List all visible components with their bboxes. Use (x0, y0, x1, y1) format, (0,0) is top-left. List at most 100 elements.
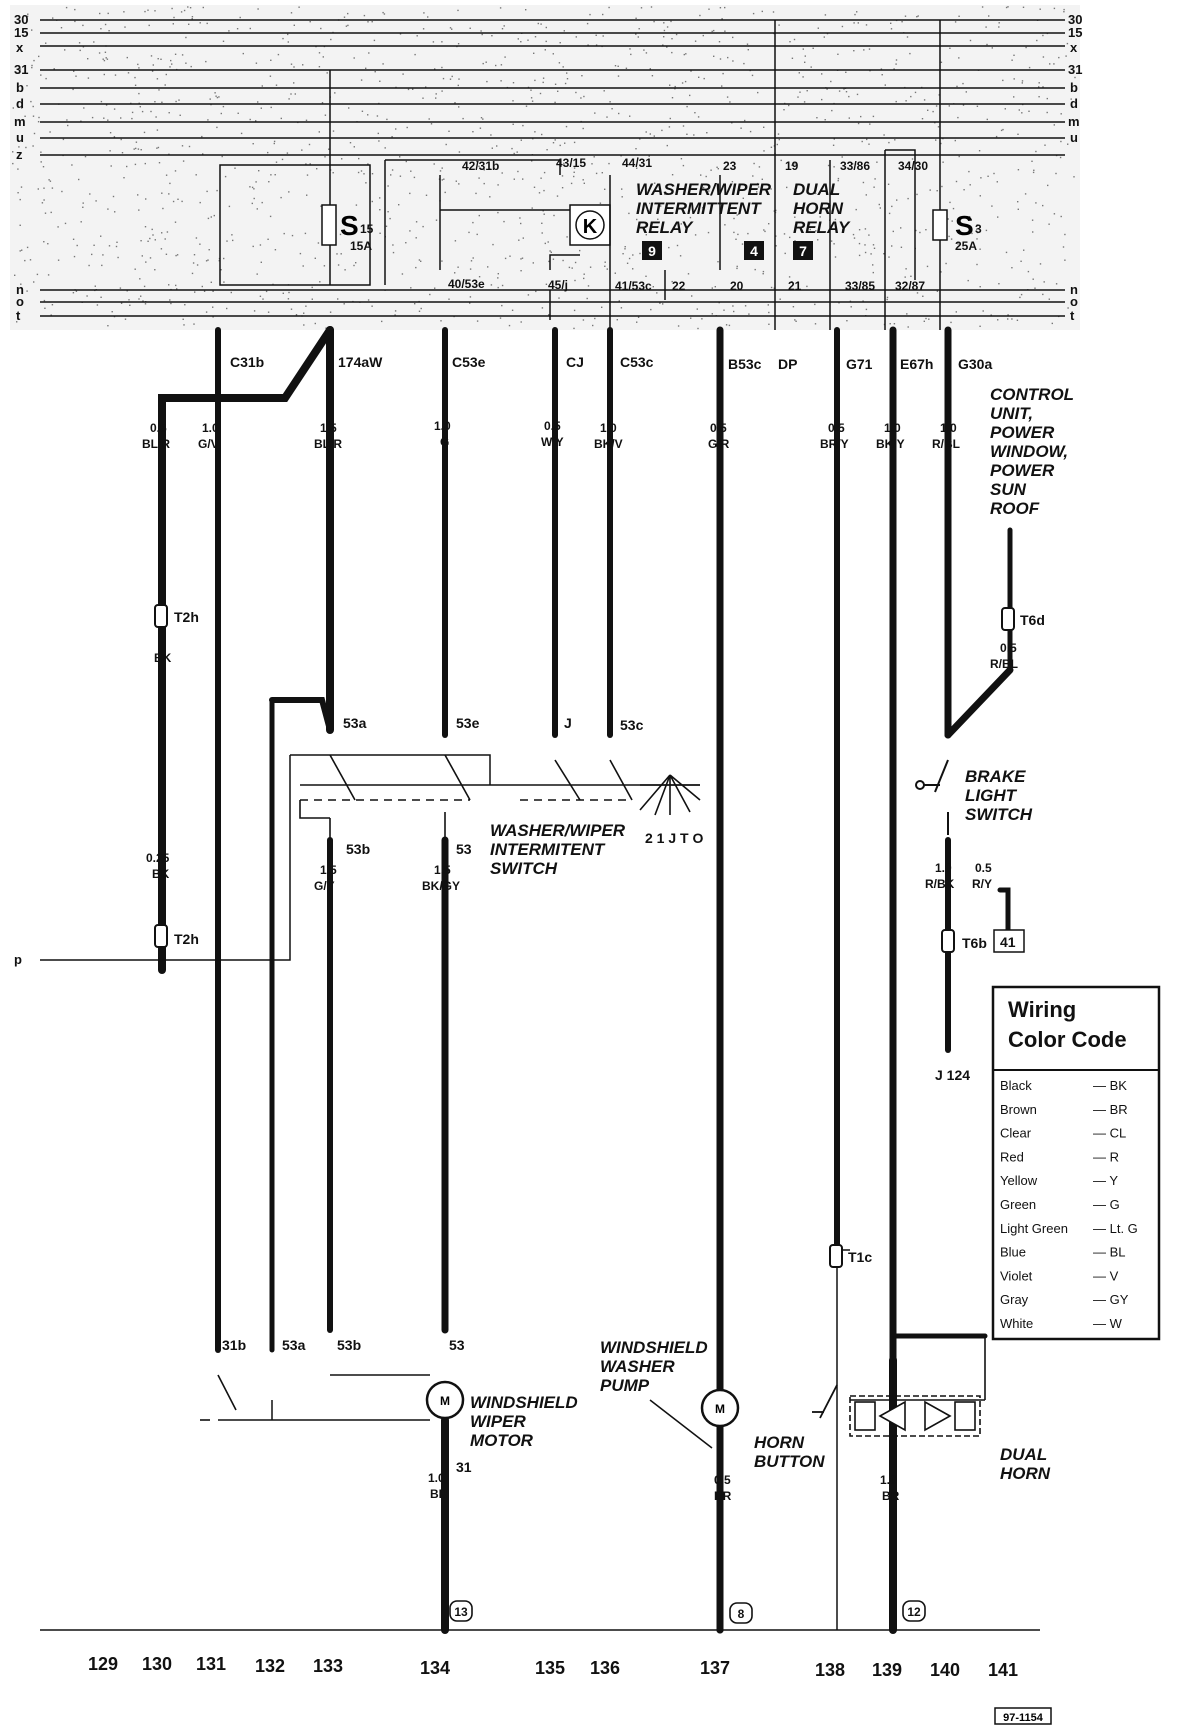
svg-text:53a: 53a (282, 1337, 306, 1353)
svg-text:C53e: C53e (452, 354, 486, 370)
rail-label: d (1070, 96, 1078, 111)
svg-text:BK/Y: BK/Y (876, 437, 905, 451)
svg-text:135: 135 (535, 1658, 565, 1678)
t2h-label-2: T2h (174, 931, 199, 947)
connector-markers (154, 604, 1015, 1268)
svg-text:19: 19 (785, 159, 799, 173)
svg-text:MOTOR: MOTOR (470, 1431, 534, 1450)
svg-text:BR: BR (714, 1489, 732, 1503)
motor-symbol: M (440, 1394, 450, 1408)
svg-text:BR/Y: BR/Y (820, 437, 849, 451)
rail-labels-left: 30 15 x 31 b d m u z n o t (14, 12, 28, 323)
svg-text:WIPER: WIPER (470, 1412, 526, 1431)
legend-color-name: Light Green (1000, 1221, 1068, 1236)
fuse-s3: S 3 25A (955, 210, 982, 253)
rail-label: m (14, 114, 26, 129)
svg-text:53c: 53c (620, 717, 644, 733)
svg-text:WASHER/WIPER: WASHER/WIPER (636, 180, 772, 199)
svg-text:BK/V: BK/V (594, 437, 623, 451)
pump-symbol: M (715, 1402, 725, 1416)
svg-text:G/V: G/V (198, 437, 219, 451)
switch-terminal-labels: 53a 53e J 53c (343, 715, 644, 733)
svg-text:1.0: 1.0 (600, 421, 617, 435)
relay-pin-labels-top: 42/31b 43/15 44/31 23 19 33/86 34/30 (462, 156, 928, 173)
horn-button-title: HORN BUTTON (754, 1433, 825, 1471)
svg-text:1.5: 1.5 (434, 863, 451, 877)
svg-text:15: 15 (360, 222, 374, 236)
brake-switch (915, 759, 949, 835)
main-wires (158, 326, 1014, 1634)
svg-text:BR: BR (430, 1487, 448, 1501)
svg-text:136: 136 (590, 1658, 620, 1678)
svg-text:40/53e: 40/53e (448, 277, 485, 291)
legend-color-code: — V (1093, 1268, 1119, 1283)
badge-9: 9 (648, 243, 656, 259)
p-label: p (14, 952, 22, 967)
svg-text:C31b: C31b (230, 354, 264, 370)
svg-text:53b: 53b (346, 841, 370, 857)
legend-color-code: — Y (1093, 1173, 1118, 1188)
rail-label: n (16, 282, 24, 297)
legend-color-code: — BR (1093, 1102, 1128, 1117)
legend-color-name: Gray (1000, 1292, 1029, 1307)
legend-color-code: — GY (1093, 1292, 1129, 1307)
rail-label: d (16, 96, 24, 111)
svg-text:33/86: 33/86 (840, 159, 870, 173)
ref-41: 41 (1000, 934, 1016, 950)
svg-text:1.0: 1.0 (202, 421, 219, 435)
svg-text:1.0: 1.0 (940, 421, 957, 435)
svg-text:1.5: 1.5 (320, 863, 337, 877)
svg-text:RELAY: RELAY (793, 218, 851, 237)
svg-text:WINDOW,: WINDOW, (990, 442, 1068, 461)
dual-horn-title: DUAL HORN (1000, 1445, 1051, 1483)
svg-text:BL/R: BL/R (142, 437, 170, 451)
svg-text:53: 53 (449, 1337, 465, 1353)
svg-text:G: G (440, 435, 449, 449)
relay-pin-labels-bottom: 40/53e 45/j 41/53c 22 20 21 33/85 32/87 (448, 277, 925, 293)
svg-text:1.0: 1.0 (428, 1471, 445, 1485)
bk-label: BK (154, 651, 172, 665)
svg-text:R/BL: R/BL (990, 657, 1018, 671)
rail-label: n (1070, 282, 1078, 297)
svg-text:G30a: G30a (958, 356, 992, 372)
rail-label: 31 (1068, 62, 1082, 77)
svg-text:22: 22 (672, 279, 686, 293)
svg-text:HORN: HORN (754, 1433, 805, 1452)
svg-text:0.5: 0.5 (544, 419, 561, 433)
rail-label: b (16, 80, 24, 95)
svg-text:DUAL: DUAL (1000, 1445, 1047, 1464)
legend-color-name: Violet (1000, 1268, 1033, 1283)
legend-color-code: — CL (1093, 1126, 1126, 1141)
svg-text:W/Y: W/Y (541, 435, 564, 449)
horn-button-symbol (812, 1384, 838, 1419)
svg-text:42/31b: 42/31b (462, 159, 499, 173)
legend-color-code: — BL (1093, 1245, 1126, 1260)
svg-text:HORN: HORN (1000, 1464, 1051, 1483)
legend-color-code: — BK (1093, 1078, 1127, 1093)
t2h-label: T2h (174, 609, 199, 625)
svg-text:INTERMITENT: INTERMITENT (490, 840, 606, 859)
rail-label: o (1070, 294, 1078, 309)
dual-horn-relay-title: DUAL HORN RELAY (793, 180, 851, 237)
svg-text:20: 20 (730, 279, 744, 293)
legend-color-name: Clear (1000, 1126, 1032, 1141)
legend-color-name: Red (1000, 1149, 1024, 1164)
ground-ref-12: 12 (907, 1605, 921, 1619)
ground-refs (449, 1600, 926, 1624)
svg-text:CONTROL: CONTROL (990, 385, 1074, 404)
svg-text:G/R: G/R (708, 437, 730, 451)
legend-color-name: Yellow (1000, 1173, 1038, 1188)
rail-label: x (1070, 40, 1078, 55)
svg-text:174aW: 174aW (338, 354, 383, 370)
badge-7: 7 (799, 243, 807, 259)
control-unit-title: CONTROL UNIT, POWER WINDOW, POWER SUN RO… (990, 385, 1074, 518)
svg-text:SWITCH: SWITCH (965, 805, 1033, 824)
svg-text:33/85: 33/85 (845, 279, 875, 293)
svg-text:129: 129 (88, 1654, 118, 1674)
svg-text:E67h: E67h (900, 356, 933, 372)
rail-label: u (16, 130, 24, 145)
t6b-label: T6b (962, 935, 987, 951)
relay-panel (219, 20, 948, 330)
rail-label: t (1070, 308, 1075, 323)
